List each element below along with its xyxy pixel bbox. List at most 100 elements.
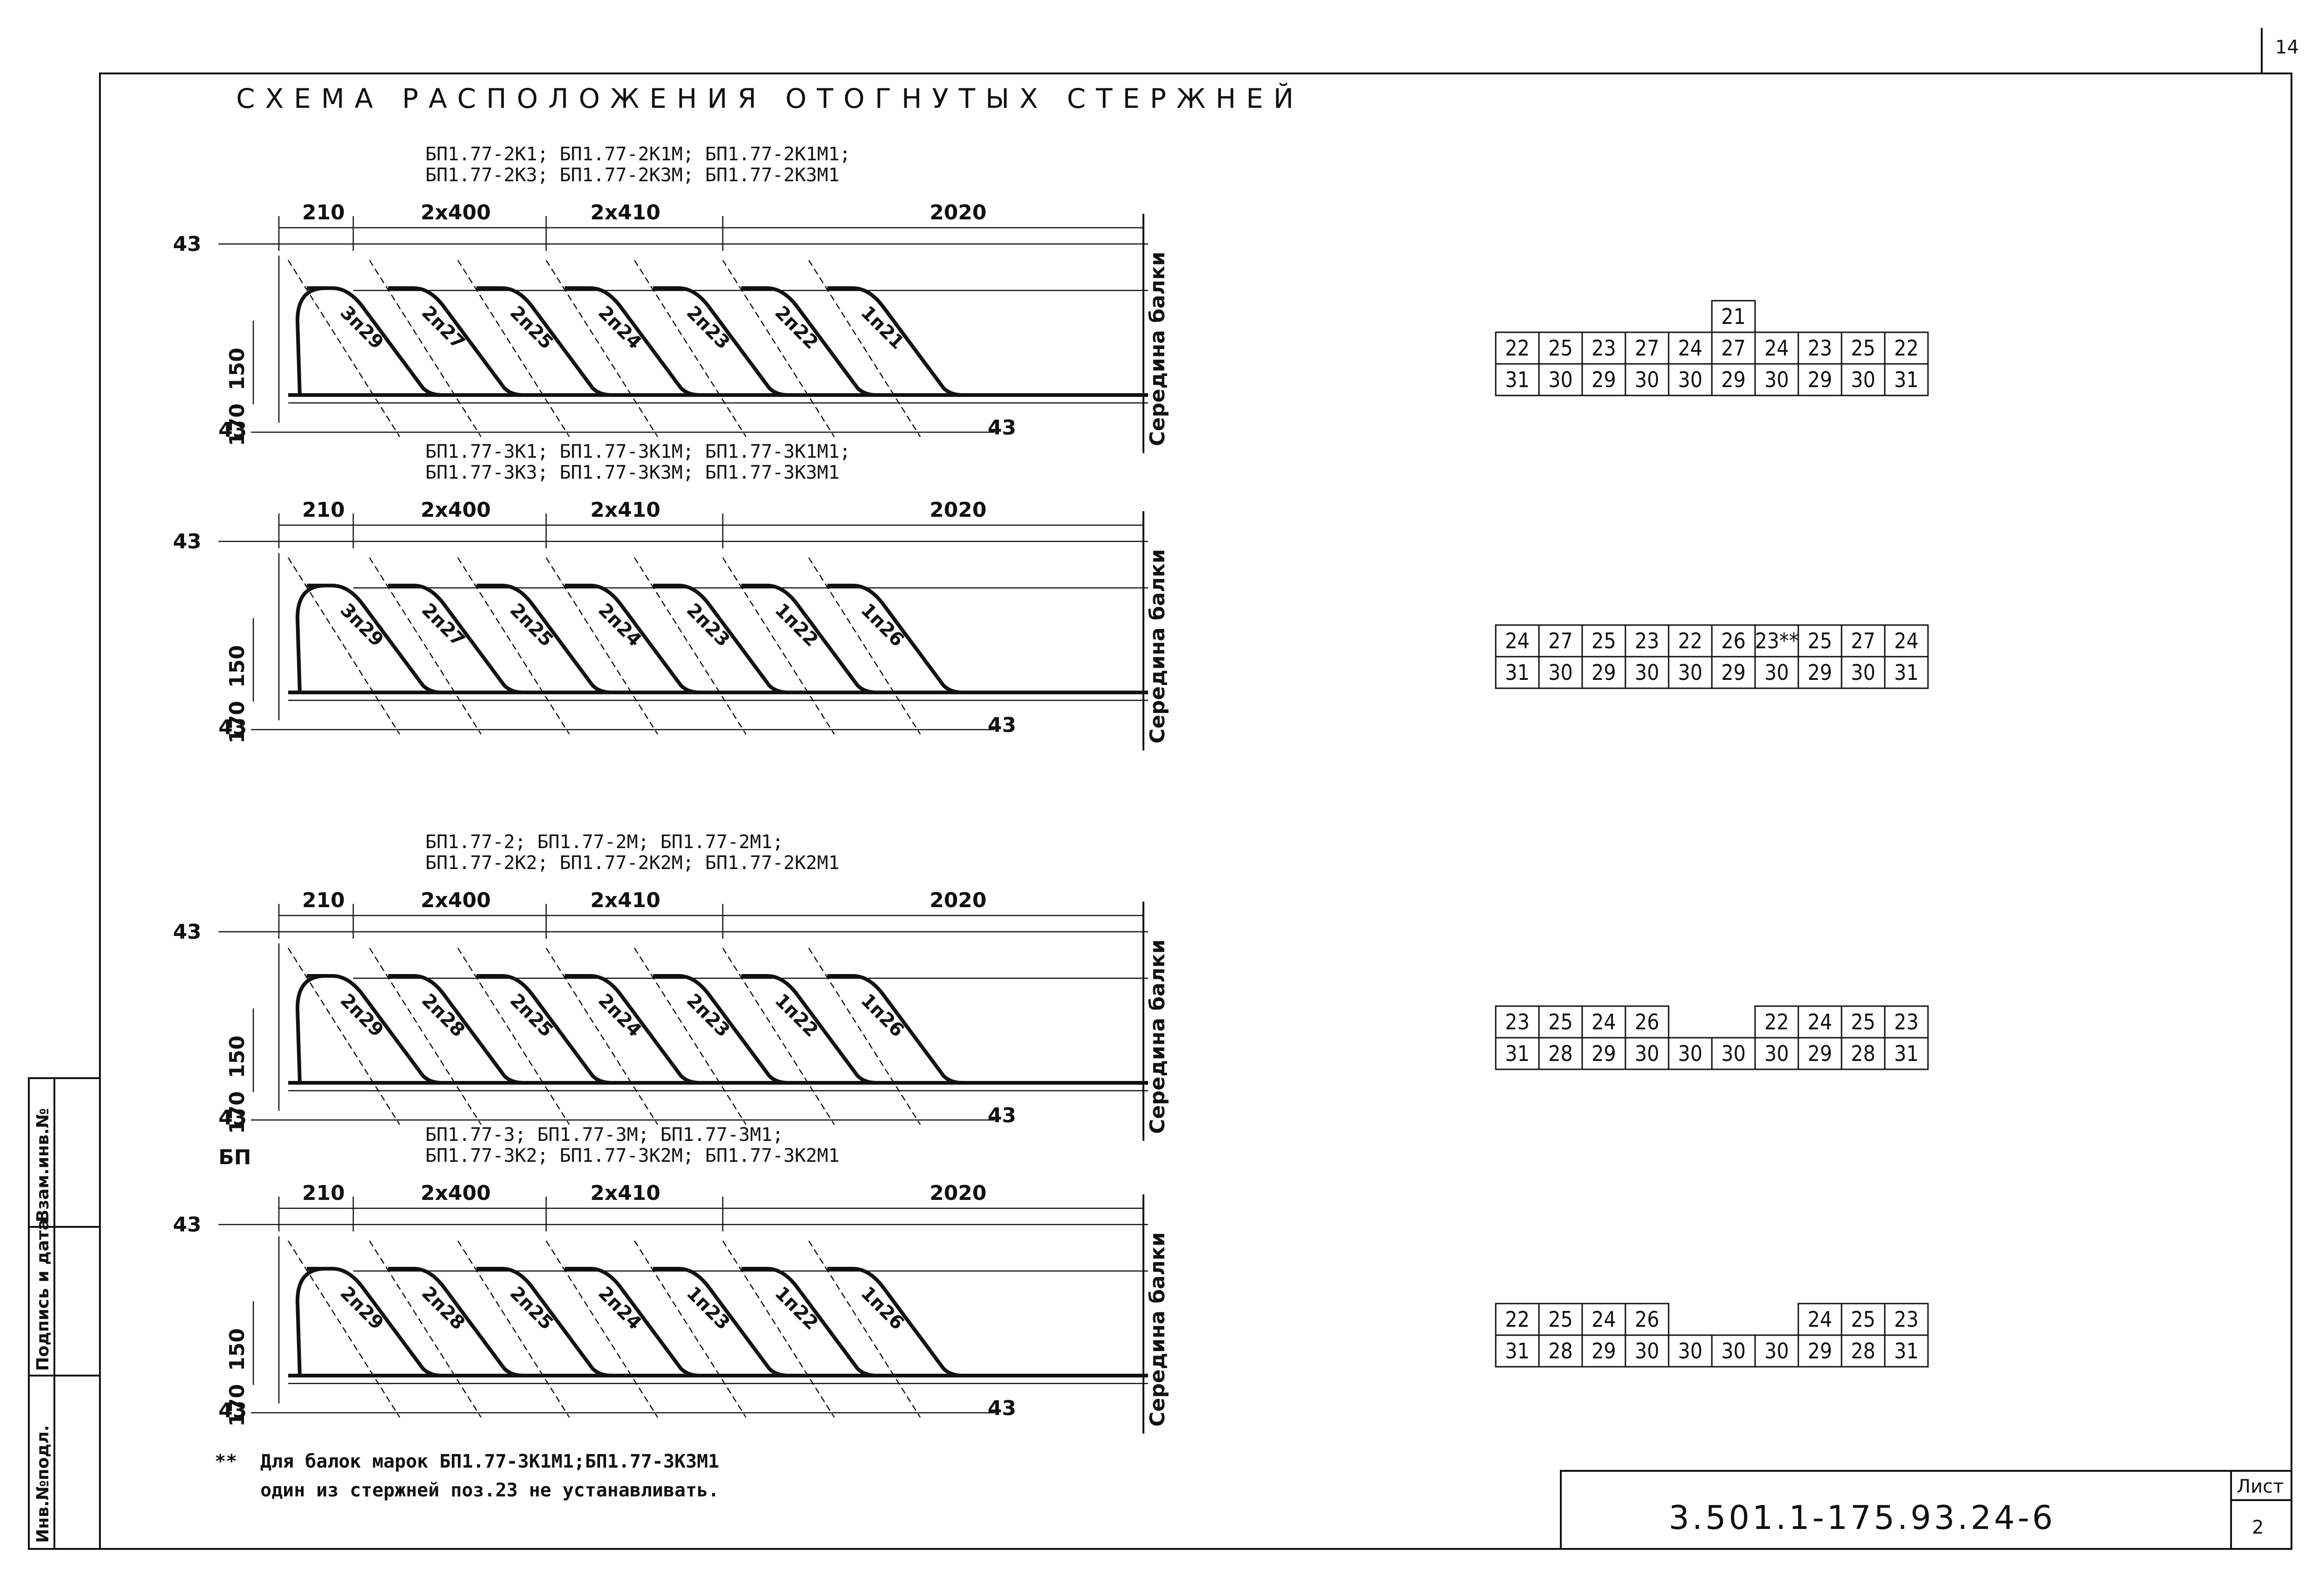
grid-cell-row2 <box>1495 1037 1540 1070</box>
bent-bar <box>653 1267 788 1377</box>
grid-value-row1: 27 <box>1635 336 1659 361</box>
grid-value-row1: 25 <box>1808 628 1832 653</box>
bar-hatch <box>634 948 747 1125</box>
grid-value-row1: 22 <box>1764 1009 1789 1034</box>
grid-value-row2: 30 <box>1764 367 1789 392</box>
grid-value-row2: 29 <box>1721 660 1746 685</box>
grid-value-row2: 28 <box>1851 1041 1875 1066</box>
scheme-3: БП1.77-2; БП1.77-2М; БП1.77-2М1;БП1.77-2… <box>173 831 1169 1169</box>
grid-cell-row1 <box>1495 1005 1540 1039</box>
bent-bar <box>827 1267 963 1377</box>
grid-value-row1: 22 <box>1505 336 1530 361</box>
grid-cell-row2 <box>1668 1334 1713 1368</box>
grid-cell-row1 <box>1624 331 1670 365</box>
bent-bar <box>476 584 612 694</box>
dimension-label: 210 <box>302 498 345 522</box>
dimension-label: 2x400 <box>421 889 491 912</box>
grid-value-row1: 27 <box>1851 628 1875 653</box>
end-stirrup <box>295 584 326 693</box>
grid-value-row1: 24 <box>1505 628 1530 653</box>
dimension-label: 2020 <box>930 498 986 522</box>
page-title: СХЕМА РАСПОЛОЖЕНИЯ ОТОГНУТЫХ СТЕРЖНЕЙ <box>236 82 1304 114</box>
grid-cell-row2 <box>1884 656 1929 689</box>
side-label-replace: Взам.инв.№ <box>33 1108 53 1222</box>
bar-hatch <box>808 948 921 1125</box>
bent-bar <box>565 1267 700 1377</box>
side-stamp: Инв.№подл. Подпись и дата Взам.инв.№ <box>28 1077 101 1550</box>
grid-cell-row2 <box>1841 656 1886 689</box>
bar-hatch <box>545 948 659 1125</box>
grid-value-row1: 25 <box>1548 1009 1573 1034</box>
grid-value-row1: 22 <box>1894 336 1919 361</box>
grid-cell-row1 <box>1841 1303 1886 1336</box>
grid-value-row2: 29 <box>1808 1338 1832 1363</box>
grid-value-row1: 22 <box>1678 628 1703 653</box>
grid-value-row1: 23 <box>1635 628 1659 653</box>
grid-cell-row1 <box>1797 1005 1842 1039</box>
grid-value-row2: 31 <box>1894 1338 1919 1363</box>
grid-cell-row2 <box>1884 1037 1929 1070</box>
grid-cell-row2 <box>1538 363 1583 396</box>
grid-value-row2: 29 <box>1591 367 1616 392</box>
grid-value-row2: 30 <box>1635 660 1659 685</box>
grid-cell-row1 <box>1754 331 1799 365</box>
grid-cell-row1 <box>1668 331 1713 365</box>
grid-value-row1: 23 <box>1591 336 1616 361</box>
bent-bar <box>653 584 788 694</box>
bent-bar <box>827 584 963 694</box>
grid-value-row2: 31 <box>1505 1338 1530 1363</box>
beam-middle-label: Середина балки <box>1146 1232 1169 1427</box>
grid-value-row2: 29 <box>1721 367 1746 392</box>
grid-value-row1: 26 <box>1635 1009 1659 1034</box>
bent-bar <box>741 1267 877 1377</box>
bar-hatch <box>369 260 482 437</box>
beam-middle-label: Середина балки <box>1146 549 1169 744</box>
bent-bar <box>388 286 523 397</box>
bar-hatch <box>545 1240 659 1418</box>
grid-cell-row2 <box>1624 656 1670 689</box>
beam-middle-label: Середина балки <box>1146 251 1169 446</box>
grid-value-row1: 22 <box>1505 1307 1530 1332</box>
grid-value-top: 21 <box>1721 304 1746 329</box>
bar-hatch <box>545 260 659 437</box>
grid-value-row2: 30 <box>1721 1041 1746 1066</box>
edge-mark-bottom: 43 <box>218 418 247 442</box>
side-label-inv: Инв.№подл. <box>33 1425 53 1543</box>
grid-cell-row2 <box>1668 363 1713 396</box>
grid-value-row1: 24 <box>1591 1307 1616 1332</box>
bar-hatch <box>369 948 482 1125</box>
bent-bar <box>307 286 442 397</box>
dimension-label: 2x410 <box>590 1181 660 1205</box>
grid-cell-row1 <box>1841 1005 1886 1039</box>
bent-bar <box>827 286 963 397</box>
grid-value-row2: 31 <box>1505 367 1530 392</box>
grid-value-row1: 24 <box>1894 628 1919 653</box>
bar-hatch <box>369 1240 482 1418</box>
height-170: 170 <box>225 1091 249 1134</box>
bar-hatch <box>808 557 921 735</box>
grid-value-row1: 23 <box>1505 1009 1530 1034</box>
scheme-header-line-2: БП1.77-3К2; БП1.77-3К2М; БП1.77-3К2М1 <box>425 1145 839 1166</box>
side-label-sign: Подпись и дата <box>33 1219 53 1371</box>
edge-mark-bottom: 43 <box>218 1106 247 1130</box>
grid-value-row1: 25 <box>1548 1307 1573 1332</box>
grid-value-row1: 25 <box>1591 628 1616 653</box>
bar-hatch <box>634 1240 747 1418</box>
scheme-extra-label: БП <box>218 1146 251 1169</box>
grid-cell-row2 <box>1841 1334 1886 1368</box>
grid-cell-row2 <box>1754 1037 1799 1070</box>
edge-mark-top: 43 <box>173 530 201 553</box>
dimension-label: 210 <box>302 889 345 912</box>
grid-value-row2: 30 <box>1635 1041 1659 1066</box>
bar-hatch <box>457 557 570 735</box>
bent-bar <box>653 974 788 1085</box>
grid-cell-row2 <box>1495 1334 1540 1368</box>
bent-bar <box>653 286 788 397</box>
grid-cell-row2 <box>1797 1334 1842 1368</box>
height-170: 170 <box>225 403 249 446</box>
grid-cell-row1 <box>1797 1303 1842 1336</box>
bent-bar <box>741 974 877 1085</box>
grid-value-row2: 29 <box>1808 367 1832 392</box>
grid-cell-top <box>1711 300 1756 333</box>
